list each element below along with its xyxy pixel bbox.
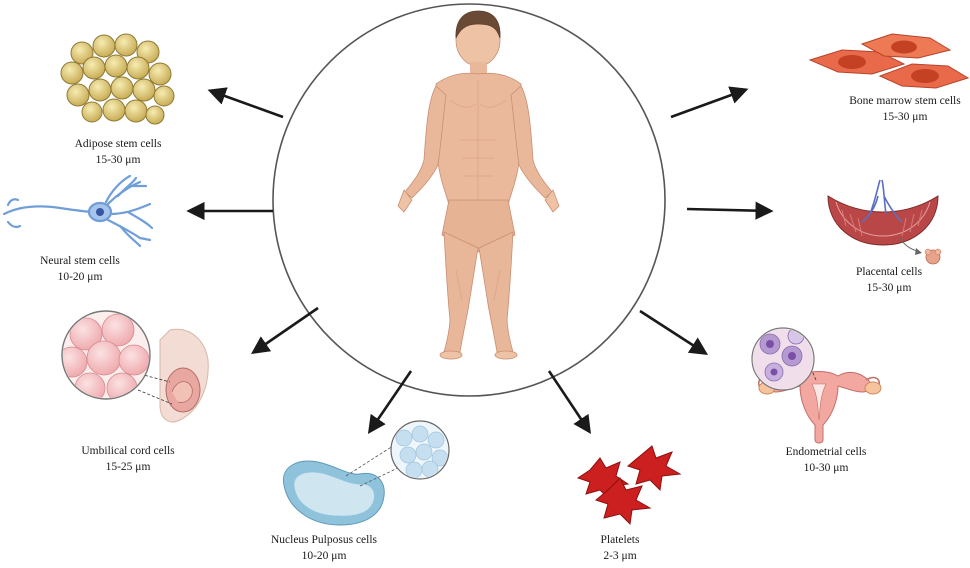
placenta-icon [827, 179, 942, 265]
umbilical-cells-icon [61, 310, 209, 423]
nucleus-name: Nucleus Pulposus cells [270, 534, 378, 546]
arrow-endometrial [639, 309, 709, 355]
adipose-cells-icon [60, 33, 175, 125]
label-umbilical: Umbilical cord cells 15-25 μm [81, 443, 174, 475]
label-adipose: Adipose stem cells 15-30 μm [75, 136, 162, 168]
umbilical-name: Umbilical cord cells [81, 445, 175, 457]
nucleus-size: 10-20 μm [301, 550, 347, 562]
arrow-umbilical [251, 306, 319, 355]
bone-marrow-cells-icon [808, 33, 970, 89]
label-bone-marrow: Bone marrow stem cells 15-30 μm [849, 93, 960, 125]
arrow-nucleus [367, 370, 413, 435]
label-neural: Neural stem cells 10-20 μm [40, 253, 120, 285]
arrow-platelets [547, 370, 592, 435]
endometrial-icon [751, 327, 882, 444]
human-body-icon [397, 10, 560, 360]
label-nucleus: Nucleus Pulposus cells 10-20 μm [271, 532, 377, 564]
umbilical-size: 15-25 μm [105, 461, 151, 473]
endometrial-size: 10-30 μm [803, 462, 849, 474]
placental-size: 15-30 μm [866, 282, 912, 294]
arrow-bone-marrow [670, 86, 749, 119]
label-endometrial: Endometrial cells 10-30 μm [786, 444, 867, 476]
body-circle [272, 3, 666, 397]
neural-size: 10-20 μm [57, 271, 103, 283]
adipose-size: 15-30 μm [95, 154, 141, 166]
neural-cell-icon [2, 174, 154, 248]
platelets-icon [576, 445, 682, 526]
bone-marrow-size: 15-30 μm [882, 111, 928, 123]
bone-marrow-name: Bone marrow stem cells [849, 95, 961, 107]
arrows [186, 86, 774, 435]
platelets-name: Platelets [600, 534, 640, 546]
arrow-placental [686, 201, 774, 220]
placental-name: Placental cells [855, 266, 923, 278]
arrow-adipose [207, 87, 284, 119]
nucleus-pulposus-icon [282, 420, 450, 526]
neural-name: Neural stem cells [40, 255, 120, 267]
body-muscle-lines [449, 80, 507, 301]
label-platelets: Platelets 2-3 μm [601, 532, 640, 564]
endometrial-name: Endometrial cells [785, 446, 867, 458]
adipose-name: Adipose stem cells [74, 138, 162, 150]
platelets-size: 2-3 μm [603, 550, 637, 562]
label-placental: Placental cells 15-30 μm [856, 264, 922, 296]
